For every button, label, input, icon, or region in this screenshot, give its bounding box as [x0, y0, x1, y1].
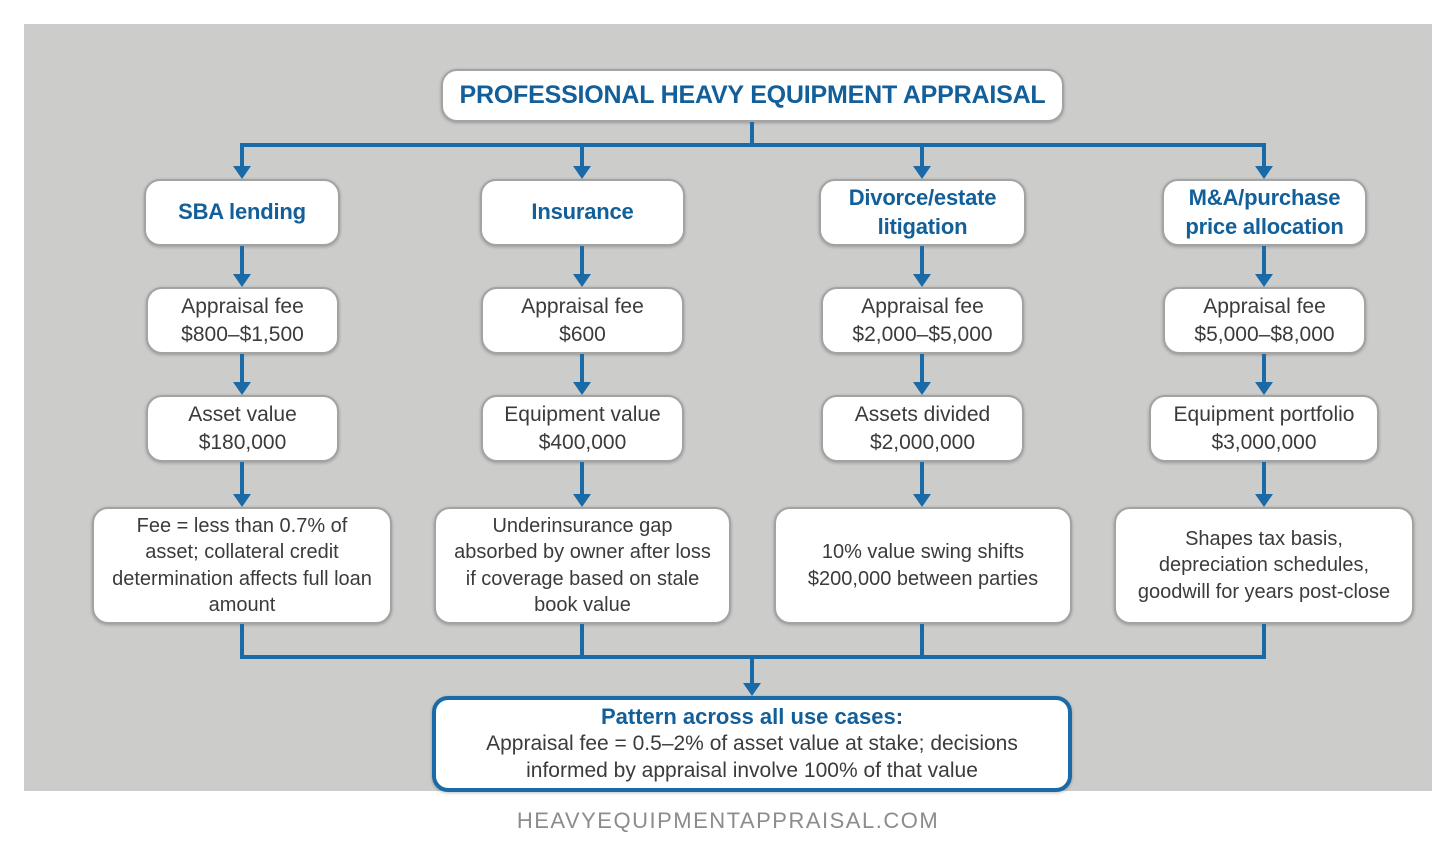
connector-line	[580, 624, 584, 657]
connector-line	[750, 122, 754, 145]
connector-line	[1262, 462, 1266, 495]
diagram-canvas: PROFESSIONAL HEAVY EQUIPMENT APPRAISAL S…	[24, 24, 1432, 792]
connector-line	[240, 462, 244, 495]
value-label: Equipment value	[504, 403, 661, 427]
diagram-title: PROFESSIONAL HEAVY EQUIPMENT APPRAISAL	[441, 69, 1064, 122]
arrow-down-icon	[573, 382, 591, 395]
arrow-down-icon	[233, 166, 251, 179]
fee-label: Appraisal fee	[521, 295, 644, 319]
connector-line	[580, 462, 584, 495]
arrow-down-icon	[1255, 382, 1273, 395]
fee-label: Appraisal fee	[861, 295, 984, 319]
value-box-sba-lending: Asset value $180,000	[146, 395, 339, 462]
arrow-down-icon	[233, 274, 251, 287]
summary-body: Appraisal fee = 0.5–2% of asset value at…	[486, 732, 1018, 783]
arrow-down-icon	[913, 274, 931, 287]
value-amount: $2,000,000	[869, 430, 976, 454]
fee-box-insurance: Appraisal fee $600	[481, 287, 684, 354]
description-box-divorce-estate: 10% value swing shifts $200,000 between …	[774, 507, 1072, 624]
value-box-ma-purchase: Equipment portfolio $3,000,000	[1149, 395, 1379, 462]
connector-line	[1262, 354, 1266, 383]
connector-line	[920, 354, 924, 383]
connector-line	[1262, 145, 1266, 167]
description-box-sba-lending: Fee = less than 0.7% of asset; collatera…	[92, 507, 392, 624]
fee-label: Appraisal fee	[181, 295, 304, 319]
arrow-down-icon	[573, 494, 591, 507]
connector-line	[1262, 246, 1266, 275]
connector-line	[750, 657, 754, 684]
fee-box-sba-lending: Appraisal fee $800–$1,500	[146, 287, 339, 354]
value-box-insurance: Equipment value $400,000	[481, 395, 684, 462]
fee-box-ma-purchase: Appraisal fee $5,000–$8,000	[1163, 287, 1366, 354]
connector-line	[240, 246, 244, 275]
description-box-insurance: Underinsurance gap absorbed by owner aft…	[434, 507, 731, 624]
value-amount: $180,000	[198, 430, 287, 454]
value-amount: $3,000,000	[1211, 430, 1317, 454]
header-box-divorce-estate: Divorce/estate litigation	[819, 179, 1026, 246]
connector-line	[240, 624, 244, 657]
arrow-down-icon	[573, 274, 591, 287]
arrow-down-icon	[913, 382, 931, 395]
arrow-down-icon	[743, 683, 761, 696]
summary-heading: Pattern across all use cases:	[600, 703, 904, 729]
fee-label: Appraisal fee	[1203, 295, 1326, 319]
fee-amount: $600	[559, 322, 606, 346]
arrow-down-icon	[1255, 166, 1273, 179]
description-box-ma-purchase: Shapes tax basis, depreciation schedules…	[1114, 507, 1414, 624]
connector-line	[580, 354, 584, 383]
fee-box-divorce-estate: Appraisal fee $2,000–$5,000	[821, 287, 1024, 354]
connector-line	[920, 624, 924, 657]
arrow-down-icon	[913, 494, 931, 507]
value-amount: $400,000	[538, 430, 627, 454]
header-box-insurance: Insurance	[480, 179, 685, 246]
header-box-sba-lending: SBA lending	[144, 179, 340, 246]
footer-website-url: HEAVYEQUIPMENTAPPRAISAL.COM	[516, 808, 940, 833]
value-label: Asset value	[188, 403, 297, 427]
connector-line	[920, 246, 924, 275]
arrow-down-icon	[913, 166, 931, 179]
value-label: Assets divided	[854, 403, 991, 427]
value-label: Equipment portfolio	[1173, 403, 1355, 427]
connector-line	[920, 145, 924, 167]
connector-line	[1262, 624, 1266, 657]
fee-amount: $2,000–$5,000	[852, 322, 993, 346]
connector-line	[920, 462, 924, 495]
connector-line	[240, 143, 1266, 147]
arrow-down-icon	[233, 494, 251, 507]
value-box-divorce-estate: Assets divided $2,000,000	[821, 395, 1024, 462]
connector-line	[240, 354, 244, 383]
arrow-down-icon	[573, 166, 591, 179]
connector-line	[580, 145, 584, 167]
connector-line	[580, 246, 584, 275]
summary-box: Pattern across all use cases: Appraisal …	[432, 696, 1072, 792]
fee-amount: $5,000–$8,000	[1194, 322, 1335, 346]
fee-amount: $800–$1,500	[181, 322, 304, 346]
arrow-down-icon	[1255, 494, 1273, 507]
arrow-down-icon	[233, 382, 251, 395]
connector-line	[240, 145, 244, 167]
arrow-down-icon	[1255, 274, 1273, 287]
header-box-ma-purchase: M&A/purchase price allocation	[1162, 179, 1367, 246]
